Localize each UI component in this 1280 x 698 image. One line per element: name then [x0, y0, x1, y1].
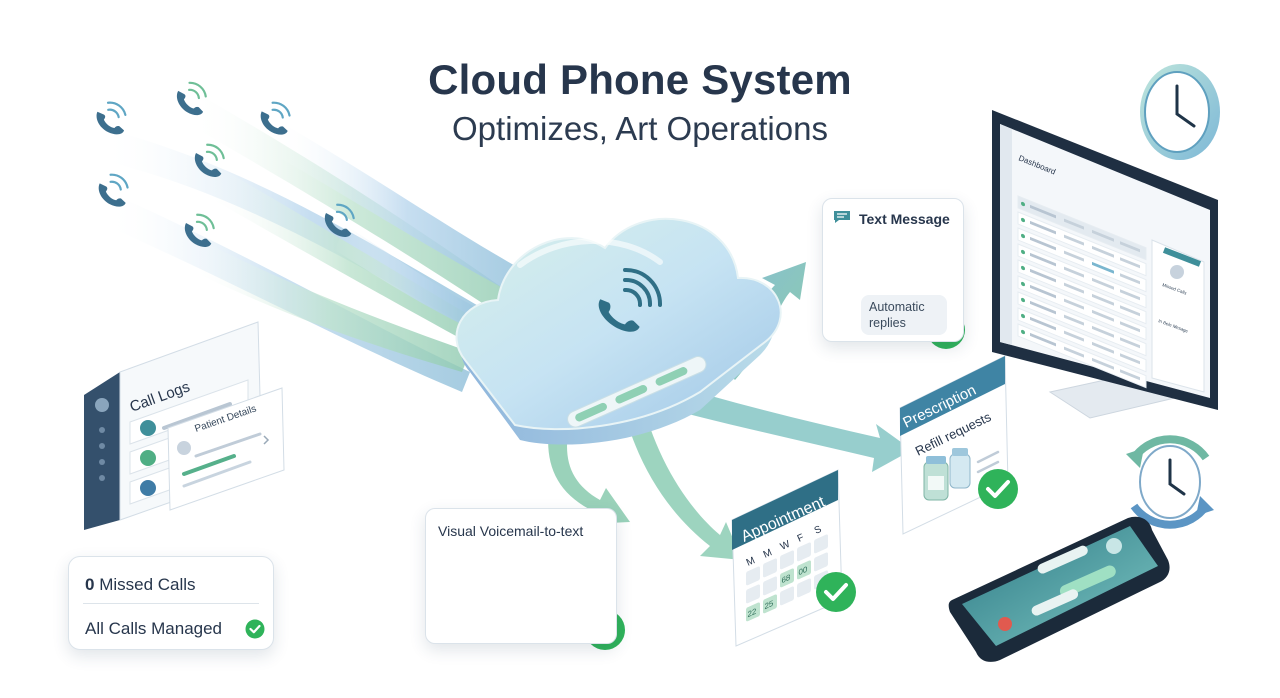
dashboard-row	[1017, 275, 1147, 341]
dashboard-row	[1017, 211, 1147, 277]
page-subtitle: Optimizes, Art Operations	[452, 110, 828, 147]
incoming-phone-icon	[184, 213, 215, 247]
dashboard-row	[1017, 259, 1147, 325]
calendar-header	[732, 470, 838, 550]
dashboard-row	[1017, 227, 1147, 293]
text-message-title: Text Message	[859, 211, 950, 227]
dashboard-row	[1017, 323, 1147, 389]
incoming-stream-2	[190, 95, 520, 318]
incoming-phone-icon	[98, 173, 129, 207]
dashboard-row	[1017, 195, 1147, 261]
calendar-cell: 22	[746, 602, 760, 622]
cloud-status-bar	[567, 356, 707, 428]
appointment-check-icon	[816, 572, 856, 612]
incoming-stream-7	[335, 225, 500, 338]
calls-managed-label: All Calls Managed	[85, 619, 223, 638]
calendar-cell	[746, 584, 760, 604]
incoming-stream-6	[190, 240, 470, 372]
arrow-to-voicemail	[548, 400, 630, 524]
calendar-cell: 00	[797, 560, 811, 580]
page-title: Cloud Phone System	[428, 56, 852, 103]
calendar-grid: 68 00 22 25	[746, 534, 828, 622]
incoming-phone-icon	[324, 203, 355, 237]
calendar-cell	[780, 550, 794, 570]
automatic-replies-line-2: replies	[869, 316, 906, 330]
voicemail-card: Visual Voicemail-to-text	[425, 508, 617, 644]
prescription-card: Prescription Refill requests	[899, 355, 1018, 535]
cloud-hub	[455, 217, 782, 445]
dashboard-table	[1017, 195, 1147, 389]
calendar-cell	[814, 552, 828, 572]
desktop-monitor: Dashboard Missed Calls In Bele Mesage	[992, 110, 1218, 419]
incoming-phone-icon	[194, 143, 225, 177]
calendar-cell-label: 00	[799, 564, 808, 578]
summary-divider	[83, 603, 259, 604]
call-logs-panel: Call Logs Patient Details	[84, 321, 285, 530]
automatic-replies-bubble: Automatic replies	[861, 295, 947, 335]
missed-calls-count: 0	[85, 575, 95, 594]
calendar-cell	[763, 558, 777, 578]
patient-details-card	[167, 387, 285, 511]
calendar-cell: 25	[763, 594, 777, 614]
calls-managed-check-icon	[245, 619, 265, 639]
incoming-phone-icons	[96, 81, 355, 247]
weekday-label: M	[745, 555, 757, 568]
missed-calls-row: 0 Missed Calls	[85, 575, 196, 595]
dashboard-row	[1017, 291, 1147, 357]
incoming-phone-icon	[260, 101, 291, 135]
calendar-cell	[763, 576, 777, 596]
prescription-header	[900, 356, 1005, 436]
text-message-card: Text Message Automatic replies	[822, 198, 964, 342]
calendar-cell	[797, 542, 811, 562]
incoming-phone-icon	[96, 101, 127, 135]
calendar-cell-label: 68	[782, 572, 791, 586]
medicine-bottles-icon	[923, 448, 971, 501]
calendar-cell	[797, 578, 811, 598]
missed-calls-label: Missed Calls	[99, 575, 196, 594]
weekday-label: M	[762, 547, 774, 560]
refresh-clock-icon	[1126, 435, 1214, 529]
weekday-label: S	[813, 524, 824, 537]
calendar-cell	[780, 586, 794, 606]
prescription-check-icon	[978, 469, 1018, 509]
calendar-cell	[746, 566, 760, 586]
phone-screen	[962, 526, 1158, 646]
automatic-replies-line-1: Automatic	[869, 300, 925, 314]
calendar-cell-label: 25	[765, 598, 774, 612]
calendar-cell: 68	[780, 568, 794, 588]
weekday-label: F	[796, 532, 806, 545]
cloud-highlight	[517, 237, 663, 268]
dashboard-row	[1017, 243, 1147, 309]
cloud-signal-waves	[623, 267, 663, 307]
calendar-cell-label: 22	[748, 606, 757, 620]
arrow-to-appointment	[620, 392, 742, 560]
chat-bubble-icon	[834, 211, 850, 223]
hangup-button	[998, 617, 1012, 631]
clock-icon	[1140, 64, 1220, 160]
voicemail-title: Visual Voicemail-to-text	[438, 523, 584, 539]
dashboard-row	[1017, 307, 1147, 373]
dashboard-side-panel	[1151, 239, 1205, 393]
calendar-cell	[814, 534, 828, 554]
call-logs-sidebar	[84, 372, 120, 530]
call-summary-card: 0 Missed Calls All Calls Managed	[68, 556, 274, 650]
incoming-phone-icon	[176, 81, 207, 116]
cloud-phone-icon	[598, 299, 640, 332]
smartphone	[948, 516, 1170, 662]
incoming-stream-3	[275, 125, 540, 300]
